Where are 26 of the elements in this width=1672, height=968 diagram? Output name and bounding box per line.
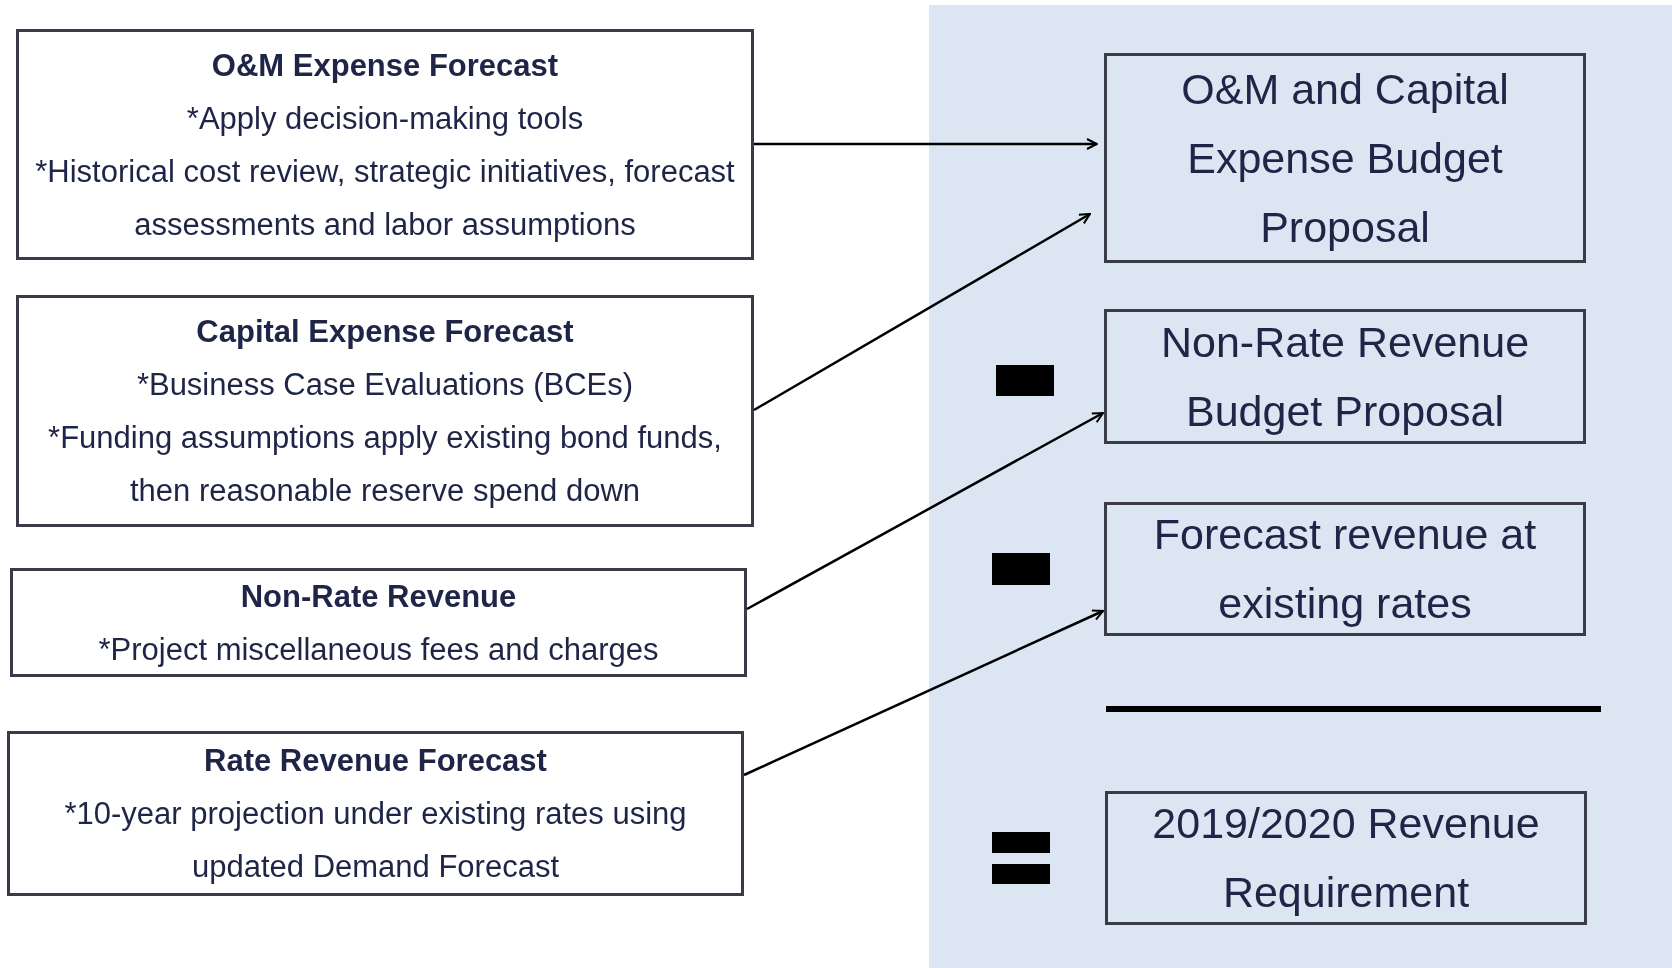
box-note: *Historical cost review, strategic initiatives, forecast assessments and labor assumptions bbox=[34, 152, 736, 244]
process-box bbox=[16, 295, 754, 527]
box-note: *Funding assumptions apply existing bond funds, then reasonable reserve spend down bbox=[47, 419, 723, 510]
box-heading: Capital Expense Forecast bbox=[196, 313, 574, 351]
box-heading: O&M Expense Forecast bbox=[211, 46, 559, 85]
box-note: *Business Case Evaluations (BCEs) bbox=[136, 366, 634, 404]
box-note: *Apply decision-making tools bbox=[186, 99, 584, 138]
arrow bbox=[753, 212, 1091, 412]
box-note: *10-year projection under existing rates using updated Demand Forecast bbox=[63, 795, 688, 886]
process-box bbox=[16, 29, 754, 260]
arrow bbox=[754, 138, 1098, 150]
process-box bbox=[10, 568, 747, 677]
process-box bbox=[7, 731, 744, 896]
box-note: *Project miscellaneous fees and charges bbox=[98, 630, 659, 669]
process-box bbox=[1104, 53, 1586, 263]
box-heading: Rate Revenue Forecast bbox=[204, 742, 547, 780]
arrow bbox=[746, 411, 1104, 611]
process-box bbox=[1104, 502, 1586, 636]
box-label: Forecast revenue at existing rates bbox=[1152, 509, 1538, 629]
process-box bbox=[1104, 309, 1586, 444]
arrow bbox=[743, 609, 1104, 777]
box-label: O&M and Capital Expense Budget Proposal bbox=[1180, 63, 1510, 253]
box-label: Non-Rate Revenue Budget Proposal bbox=[1159, 316, 1531, 437]
process-box bbox=[1105, 791, 1587, 925]
box-label: 2019/2020 Revenue Requirement bbox=[1151, 798, 1541, 918]
box-heading: Non-Rate Revenue bbox=[240, 577, 517, 616]
